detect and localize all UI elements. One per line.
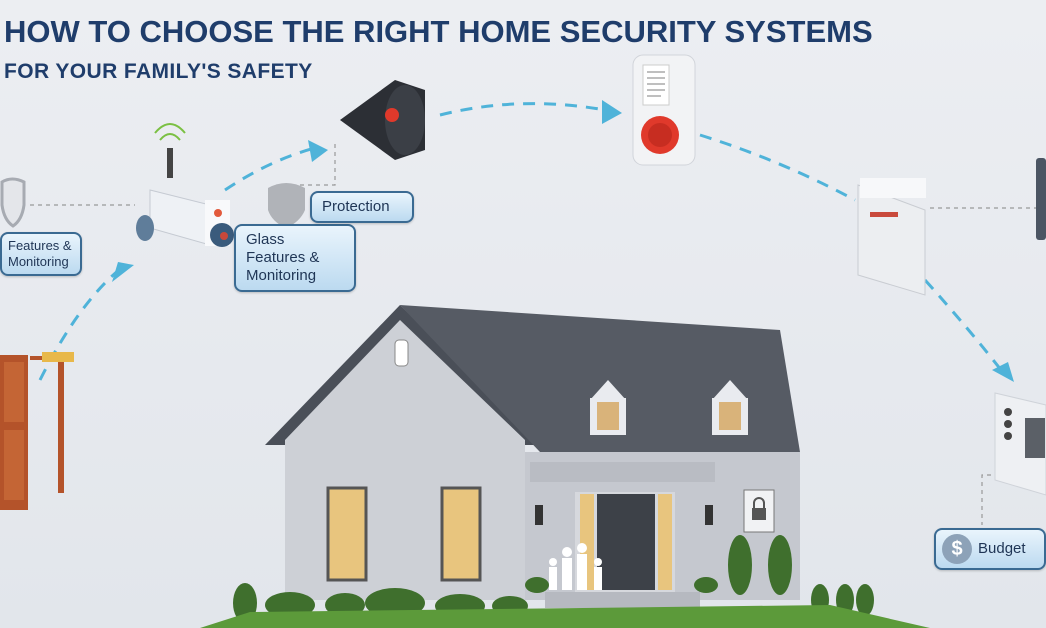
shield-icon	[268, 183, 305, 228]
front-door	[597, 494, 655, 590]
dormer-window	[590, 380, 626, 435]
shield-icon	[0, 177, 26, 228]
page-title: HOW TO CHOOSE THE RIGHT HOME SECURITY SY…	[4, 14, 873, 49]
alarm-bell-icon	[632, 54, 696, 166]
label-glass-features-monitoring: Glass Features & Monitoring	[234, 224, 356, 292]
label-protection: Protection	[310, 191, 414, 223]
house	[265, 305, 800, 608]
dollar-icon: $	[942, 534, 972, 564]
siren-speaker-icon	[340, 80, 425, 160]
arrow-heads	[112, 100, 1014, 382]
security-camera-icon	[136, 123, 234, 247]
budget-text: Budget	[978, 539, 1026, 557]
motion-sensor-icon	[857, 178, 926, 296]
door-icon	[0, 352, 74, 510]
lock-icon	[743, 489, 775, 533]
control-panel-icon	[994, 392, 1046, 496]
page-subtitle: FOR YOUR FAMILY'S SAFETY	[4, 60, 313, 83]
family-icon	[549, 543, 602, 590]
window	[326, 486, 368, 582]
dormer-window	[712, 380, 748, 435]
label-budget: $ Budget	[934, 528, 1046, 570]
label-features-monitoring: Features & Monitoring	[0, 232, 82, 276]
lawn	[200, 605, 930, 628]
smartphone-icon	[1036, 158, 1046, 240]
window	[440, 486, 482, 582]
